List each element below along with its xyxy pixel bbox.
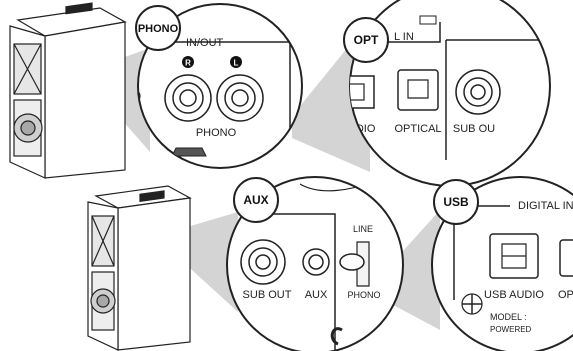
top-connector xyxy=(419,15,437,25)
aux-label: AUX xyxy=(305,289,328,301)
right-marker-label: R xyxy=(185,59,191,68)
optical-port xyxy=(397,69,439,111)
line-label: LINE xyxy=(353,224,373,234)
screw-icon xyxy=(461,293,483,315)
cone-aux-to-usb xyxy=(384,210,440,330)
aux-zoom: LINE PHONO SUB OUT AUX xyxy=(226,176,404,351)
aux-badge: AUX xyxy=(233,177,279,223)
horn-line xyxy=(13,43,42,95)
cone-phono-to-opt xyxy=(292,20,370,172)
opt-badge: OPT xyxy=(343,17,389,63)
zoom-cones xyxy=(122,20,440,330)
side-port xyxy=(138,89,141,103)
opt-zoom: L IN AUDIO OPTICAL SUB OU xyxy=(349,0,551,187)
phono-zoom: IN/OUT R L PHONO xyxy=(137,3,303,169)
switch-lever xyxy=(339,253,365,271)
sub-out-partial-label: SUB OU xyxy=(453,123,495,135)
opt-partial-label: OPT xyxy=(558,289,573,301)
aux-frame xyxy=(248,213,336,350)
left-marker-label: L xyxy=(234,59,239,68)
horn-line xyxy=(91,215,115,267)
digital-in-label: DIGITAL IN xyxy=(518,200,573,212)
optical-port-partial xyxy=(559,239,573,277)
speaker-side-face xyxy=(44,21,126,179)
plus-symbol xyxy=(462,294,482,314)
phono-badge-label: PHONO xyxy=(138,23,179,35)
in-out-label: IN/OUT xyxy=(186,37,224,49)
usb-badge-label: USB xyxy=(443,195,469,209)
model-label: MODEL : xyxy=(490,312,527,322)
usb-audio-label: USB AUDIO xyxy=(484,289,544,301)
sub-out-label: SUB OUT xyxy=(243,289,292,301)
top-speaker xyxy=(9,2,127,179)
usb-port-partial xyxy=(350,75,375,109)
right-marker xyxy=(182,56,194,68)
ground-terminal xyxy=(171,147,207,157)
left-marker xyxy=(230,56,242,68)
woofer-dustcap xyxy=(96,294,110,308)
digital-in-label: L IN xyxy=(394,31,414,43)
woofer-dustcap xyxy=(20,120,36,136)
optical-label: OPTICAL xyxy=(394,123,441,135)
ce-mark xyxy=(330,327,343,346)
powered-label: POWERED xyxy=(490,325,532,334)
bottom-speaker xyxy=(87,185,192,351)
phono-label: PHONO xyxy=(196,127,237,139)
usb-badge: USB xyxy=(433,179,479,225)
aux-badge-label: AUX xyxy=(243,193,268,207)
phono-switch-label: PHONO xyxy=(347,290,380,300)
opt-badge-label: OPT xyxy=(354,33,379,47)
phono-badge: PHONO xyxy=(135,5,181,51)
speaker-terminal xyxy=(65,2,93,15)
speaker-terminal xyxy=(139,190,165,203)
speaker-side-face xyxy=(117,197,191,351)
